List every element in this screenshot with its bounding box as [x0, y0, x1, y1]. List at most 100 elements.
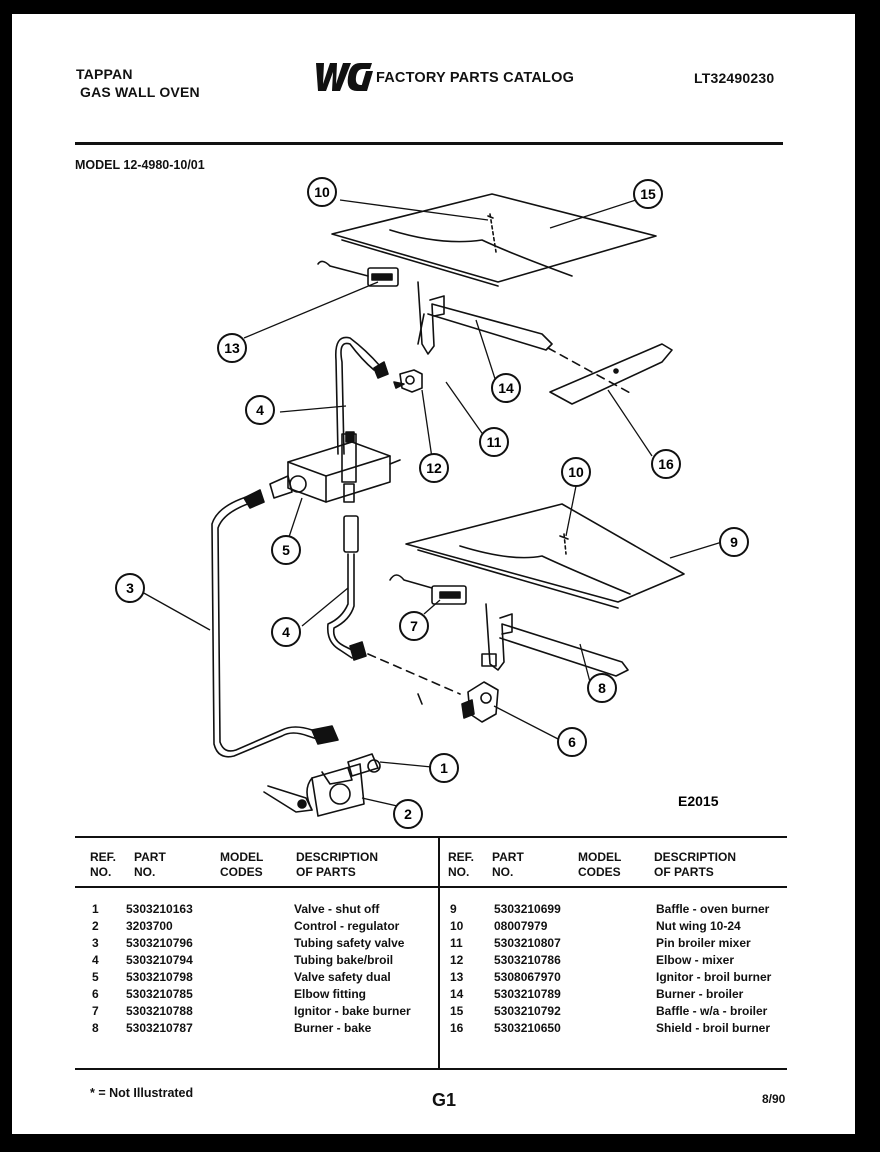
cell-part: 5303210787	[126, 1020, 193, 1035]
callout-4: 4	[271, 617, 301, 647]
cell-desc: Tubing bake/broil	[294, 952, 394, 967]
cell-ref: 12	[450, 952, 464, 967]
callout-label: 10	[568, 464, 584, 480]
callout-label: 8	[598, 680, 606, 696]
callout-label: 4	[256, 402, 264, 418]
cell-ref: 3	[92, 935, 99, 950]
cell-part: 5303210786	[494, 952, 561, 967]
callout-8: 8	[587, 673, 617, 703]
callout-label: 2	[404, 806, 412, 822]
cell-ref: 10	[450, 918, 464, 933]
cell-part: 5303210807	[494, 935, 561, 950]
callout-13: 13	[217, 333, 247, 363]
cell-desc: Elbow - mixer	[656, 952, 735, 967]
cell-part: 5303210796	[126, 935, 193, 950]
header-rule	[75, 142, 783, 145]
cell-desc: Valve safety dual	[294, 969, 391, 984]
table-row: 3 5303210796 Tubing safety valve	[92, 934, 434, 951]
table-bottom-rule	[75, 1068, 787, 1070]
cell-ref: 11	[450, 935, 463, 950]
cell-part: 5303210788	[126, 1003, 193, 1018]
callout-label: 16	[658, 456, 674, 472]
revision-date: 8/90	[762, 1092, 786, 1106]
cell-ref: 9	[450, 901, 457, 916]
cell-desc: Ignitor - bake burner	[294, 1003, 411, 1018]
cell-desc: Control - regulator	[294, 918, 400, 933]
callout-14: 14	[491, 373, 521, 403]
callout-9: 9	[719, 527, 749, 557]
callout-label: 9	[730, 534, 738, 550]
callout-15: 15	[633, 179, 663, 209]
callout-11: 11	[479, 427, 509, 457]
callout-4: 4	[245, 395, 275, 425]
callout-7: 7	[399, 611, 429, 641]
model-number: MODEL 12-4980-10/01	[75, 158, 205, 172]
table-row: 12 5303210786 Elbow - mixer	[450, 951, 796, 968]
callout-label: 7	[410, 618, 418, 634]
cell-ref: 4	[92, 952, 99, 967]
cell-ref: 2	[92, 918, 99, 933]
cell-desc: Nut wing 10-24	[656, 918, 741, 933]
callout-12: 12	[419, 453, 449, 483]
broiler-baffle-shape	[331, 193, 657, 283]
callout-label: 3	[126, 580, 134, 596]
callout-2: 2	[393, 799, 423, 829]
header-ref: REF.NO.	[90, 850, 117, 879]
cell-ref: 7	[92, 1003, 99, 1018]
callout-label: 4	[282, 624, 290, 640]
callout-label: 15	[640, 186, 656, 202]
callout-label: 13	[224, 340, 240, 356]
table-row: 5 5303210798 Valve safety dual	[92, 968, 434, 985]
cell-ref: 1	[92, 901, 99, 916]
callout-label: 12	[426, 460, 442, 476]
cell-part: 5303210650	[494, 1020, 561, 1035]
cell-ref: 16	[450, 1020, 464, 1035]
cell-part: 5303210798	[126, 969, 193, 984]
cell-part: 3203700	[126, 918, 173, 933]
cell-desc: Shield - broil burner	[656, 1020, 771, 1035]
cell-part: 5303210794	[126, 952, 193, 967]
callout-10: 10	[307, 177, 337, 207]
product-name: GAS WALL OVEN	[80, 84, 200, 100]
cell-ref: 6	[92, 986, 99, 1001]
cell-desc: Burner - bake	[294, 1020, 372, 1035]
table-divider	[438, 838, 440, 1068]
cell-ref: 5	[92, 969, 99, 984]
cell-ref: 14	[450, 986, 464, 1001]
cell-desc: Ignitor - broil burner	[656, 969, 772, 984]
callout-label: 6	[568, 734, 576, 750]
catalog-code: LT32490230	[694, 70, 775, 86]
table-row: 7 5303210788 Ignitor - bake burner	[92, 1002, 434, 1019]
callout-label: 10	[314, 184, 330, 200]
callout-10: 10	[561, 457, 591, 487]
cell-ref: 13	[450, 969, 464, 984]
cell-part: 5303210699	[494, 901, 561, 916]
callout-5: 5	[271, 535, 301, 565]
brand-name: TAPPAN	[76, 66, 133, 82]
callout-label: 5	[282, 542, 290, 558]
cell-desc: Baffle - w/a - broiler	[656, 1003, 768, 1018]
catalog-page: TAPPAN GAS WALL OVEN FACTORY PARTS CATAL…	[12, 14, 855, 1134]
header-ref-right: REF.NO.	[448, 850, 475, 879]
cell-ref: 15	[450, 1003, 464, 1018]
cell-part: 5303210789	[494, 986, 561, 1001]
callout-label: 14	[498, 380, 514, 396]
cell-desc: Valve - shut off	[294, 901, 380, 916]
table-row: 4 5303210794 Tubing bake/broil	[92, 951, 434, 968]
cell-desc: Tubing safety valve	[294, 935, 405, 950]
table-row: 2 3203700 Control - regulator	[92, 917, 434, 934]
